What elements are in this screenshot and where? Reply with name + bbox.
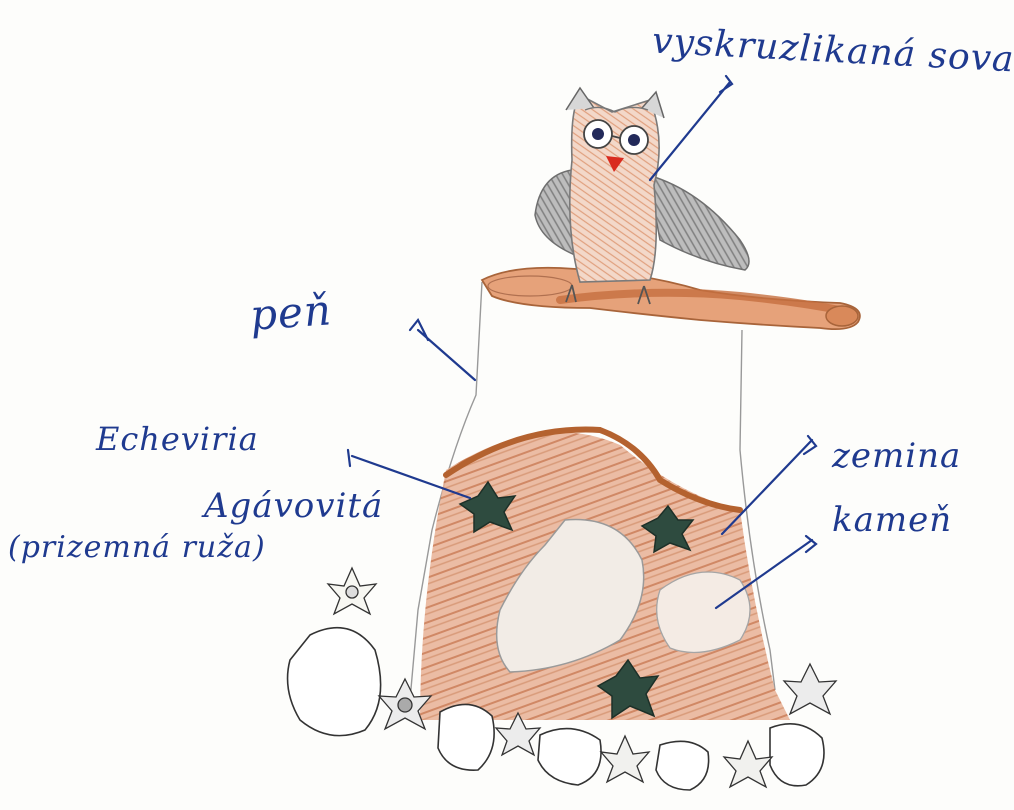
label-agave: Agávovitá [204, 486, 383, 526]
soil-stone-small [657, 572, 750, 653]
label-soil: zemina [832, 436, 961, 476]
owl-left-ear [566, 88, 594, 110]
label-stump: peň [248, 285, 333, 340]
owl-body [570, 95, 659, 282]
owl-right-eye [628, 134, 640, 146]
label-echeveria: Echeviria [96, 420, 259, 458]
owl-right-wing [648, 175, 749, 270]
owl-left-eye [592, 128, 604, 140]
label-stone: kameň [832, 500, 952, 540]
perch-branch [482, 268, 860, 329]
label-rose-plant: (prizemná ruža) [8, 530, 266, 565]
